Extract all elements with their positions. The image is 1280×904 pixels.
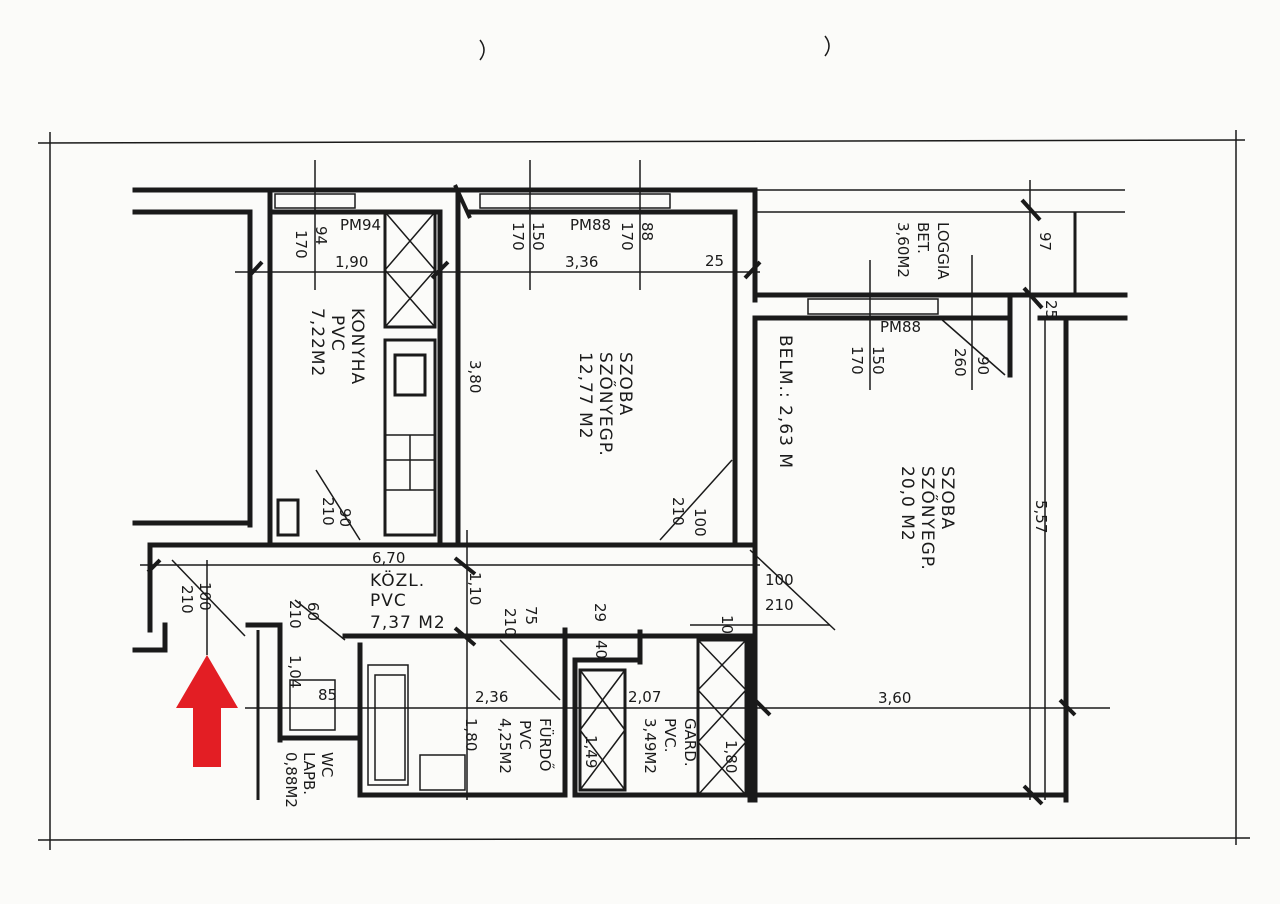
dimension-label: 90	[974, 356, 992, 375]
dimension-label: 3,80	[466, 360, 484, 393]
room-label-hall: KÖZL. PVC 7,37 M2	[370, 569, 446, 633]
dimension-label: 90	[336, 508, 354, 527]
dimension-label: BET.	[914, 222, 932, 254]
dimension-label: 0,88M2	[282, 752, 300, 808]
dimension-label: 100	[196, 582, 214, 611]
dimension-label: 7,37 M2	[370, 613, 446, 633]
room-label-bathroom: FÜRDŐ PVC 4,25M2	[496, 718, 556, 774]
ceiling-height-label: BELM.: 2,63 M	[775, 335, 795, 469]
dimension-label: 2,07	[628, 688, 661, 706]
dimension-label: 4,25M2	[496, 718, 514, 774]
dimension-label: PVC	[370, 591, 407, 611]
dimension-label: PVC.	[661, 718, 679, 753]
dimension-label: 2,36	[475, 688, 508, 706]
dimension-label: 210	[286, 600, 304, 629]
dimension-label: LAPB.	[300, 752, 318, 795]
dimension-label: 10	[718, 615, 736, 634]
dimension-label: 210	[501, 608, 519, 637]
dimension-label: 12,77 M2	[575, 352, 595, 440]
dimension-label: 1,80	[462, 718, 480, 751]
dimension-label: 3,60	[878, 689, 911, 707]
dimension-label: 40	[592, 640, 610, 659]
window-code-small-room: PM88	[570, 216, 611, 234]
room-label-loggia: LOGGIA BET. 3,60M2	[894, 222, 952, 280]
drawing-frame	[37, 130, 1251, 850]
dimension-label: 210	[178, 585, 196, 614]
dimension-label: FÜRDŐ	[536, 718, 556, 771]
dimension-label: 3,49M2	[641, 718, 659, 774]
dimension-label: 25	[1042, 300, 1060, 319]
dimension-label: 20,0 M2	[897, 466, 917, 542]
dimension-label: LOGGIA	[934, 222, 952, 280]
dimension-label: 1,90	[335, 253, 368, 271]
dimension-label: 1,10	[466, 572, 484, 605]
window-code-kitchen: PM94	[340, 216, 381, 234]
dimension-label: SZOBA	[937, 466, 957, 530]
dimension-label: 60	[304, 602, 322, 621]
dimension-label: KÖZL.	[370, 569, 425, 591]
dimension-label: 25	[705, 252, 724, 270]
dimension-label: 150	[529, 222, 547, 251]
dimension-label: 170	[509, 222, 527, 251]
dimension-label: 1,80	[722, 740, 740, 773]
kitchen-fixtures	[276, 210, 437, 537]
dimension-label: WC	[318, 752, 336, 777]
dimension-label: 94	[312, 226, 330, 245]
room-label-kitchen: KONYHA PVC 7,22M2	[307, 308, 367, 385]
wardrobes	[578, 638, 748, 797]
punch-hole	[824, 35, 830, 57]
dimension-label: 170	[292, 230, 310, 259]
room-label-small-room: SZOBA SZŐNYEGP. 12,77 M2	[575, 352, 635, 457]
dimension-label: GARD.	[681, 718, 699, 767]
dimension-label: 210	[765, 596, 794, 614]
dimension-label: 100	[691, 508, 709, 537]
dimension-label: 85	[318, 686, 337, 704]
dimension-label: 29	[591, 603, 609, 622]
dimension-label: PVC	[516, 720, 534, 750]
room-label-large-room: SZOBA SZŐNYEGP. 20,0 M2	[897, 466, 957, 571]
dimension-label: 88	[638, 222, 656, 241]
dimension-label: 97	[1036, 232, 1054, 251]
dimension-label: SZŐNYEGP.	[595, 352, 617, 457]
dimension-label: PVC	[327, 315, 347, 352]
dimension-label: SZŐNYEGP.	[917, 466, 939, 571]
dimension-label: 5,57	[1032, 500, 1050, 533]
dimension-label: 3,60M2	[894, 222, 912, 278]
dimension-label: 75	[522, 606, 540, 625]
punch-hole	[479, 39, 485, 61]
window-code-large-room: PM88	[880, 318, 921, 336]
dimension-label: 1,49	[582, 735, 600, 768]
dimension-label: 100	[765, 571, 794, 589]
dimension-label: 260	[951, 348, 969, 377]
dimension-label: 7,22M2	[307, 308, 327, 377]
bath-fixtures	[289, 664, 466, 791]
dimension-label: 210	[669, 497, 687, 526]
dimension-label: 170	[618, 222, 636, 251]
walls	[132, 187, 1128, 803]
dimension-lines	[140, 160, 1110, 806]
room-label-wardrobe: GARD. PVC. 3,49M2	[641, 718, 699, 774]
dimension-labels: 170 94 1,90 170 150 170 88 3,36 25 97 25…	[178, 222, 1060, 773]
dimension-label: 170	[848, 346, 866, 375]
room-label-wc: WC LAPB. 0,88M2	[282, 752, 336, 808]
dimension-label: 6,70	[372, 549, 405, 567]
dimension-label: SZOBA	[615, 352, 635, 416]
dimension-label: 3,36	[565, 253, 598, 271]
entrance-arrow-icon	[176, 655, 238, 767]
dimension-label: 1,04	[286, 655, 304, 688]
dimension-label: 150	[869, 346, 887, 375]
dimension-label: KONYHA	[347, 308, 367, 385]
dimension-label: 210	[319, 497, 337, 526]
